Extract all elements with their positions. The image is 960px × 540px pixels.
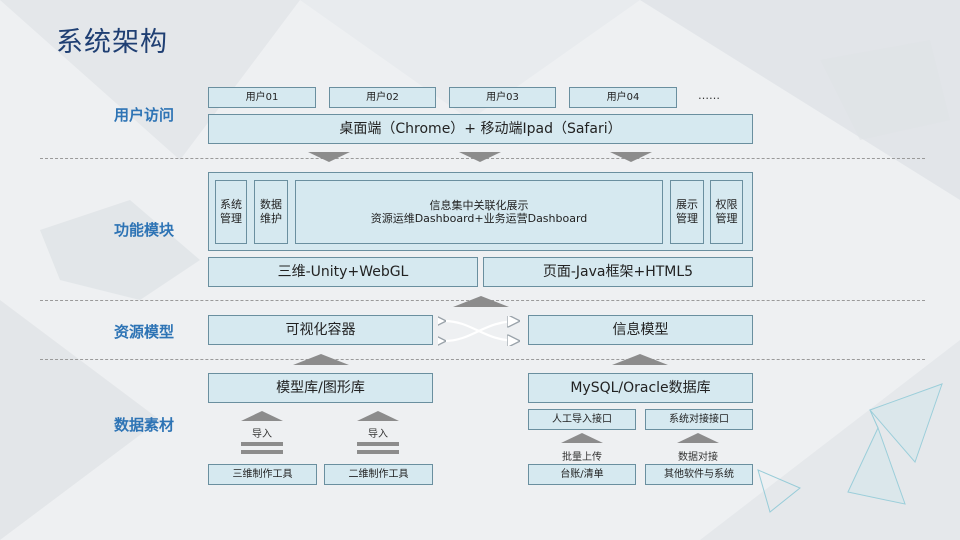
up-arrow [612, 354, 668, 365]
users-ellipsis: …… [698, 89, 720, 102]
tech-3d-box: 三维-Unity+WebGL [208, 257, 478, 287]
layer-label-function: 功能模块 [113, 221, 174, 239]
module-permission-management: 权限管理 [710, 180, 743, 244]
user-box-03: 用户03 [449, 87, 556, 108]
user-box-02: 用户02 [329, 87, 436, 108]
batch-upload-label: 批量上传 [562, 452, 602, 463]
up-arrow [293, 354, 349, 365]
import-bar [357, 442, 399, 446]
import-bar [241, 442, 283, 446]
down-arrow [308, 152, 350, 162]
center-display-line2: 资源运维Dashboard+业务运营Dashboard [370, 212, 588, 225]
layer-label-user: 用户访问 [113, 106, 174, 124]
module-center-display: 信息集中关联化展示 资源运维Dashboard+业务运营Dashboard [295, 180, 663, 244]
center-display-line1: 信息集中关联化展示 [429, 198, 529, 212]
module-system-management: 系统管理 [215, 180, 247, 244]
cross-exchange-arrows [438, 316, 524, 346]
up-arrow [453, 296, 509, 307]
import-label-2d: 导入 [368, 429, 388, 440]
down-arrow [459, 152, 501, 162]
client-bar: 桌面端（Chrome）+ 移动端Ipad（Safari） [208, 114, 753, 144]
model-library-box: 模型库/图形库 [208, 373, 433, 403]
database-box: MySQL/Oracle数据库 [528, 373, 753, 403]
tool-2d-box: 二维制作工具 [324, 464, 433, 485]
down-arrow [610, 152, 652, 162]
info-model-box: 信息模型 [528, 315, 753, 345]
ledger-box: 台账/清单 [528, 464, 636, 485]
connect-arrow [677, 433, 719, 443]
layer-label-resource: 资源模型 [113, 323, 174, 341]
import-bar [241, 450, 283, 454]
other-software-box: 其他软件与系统 [645, 464, 753, 485]
system-interface-box: 系统对接接口 [645, 409, 753, 430]
data-connect-label: 数据对接 [678, 452, 718, 463]
manual-import-interface-box: 人工导入接口 [528, 409, 636, 430]
user-box-01: 用户01 [208, 87, 316, 108]
layer-label-data: 数据素材 [113, 416, 174, 434]
upload-arrow [561, 433, 603, 443]
user-box-04: 用户04 [569, 87, 677, 108]
layer-divider [40, 359, 925, 360]
module-display-management: 展示管理 [670, 180, 704, 244]
import-arrow-2d [357, 411, 399, 421]
import-arrow-3d [241, 411, 283, 421]
page-title: 系统架构 [56, 27, 168, 58]
viz-container-box: 可视化容器 [208, 315, 433, 345]
tech-page-box: 页面-Java框架+HTML5 [483, 257, 753, 287]
tool-3d-box: 三维制作工具 [208, 464, 317, 485]
import-bar [357, 450, 399, 454]
import-label-3d: 导入 [252, 429, 272, 440]
module-data-maintenance: 数据维护 [254, 180, 288, 244]
